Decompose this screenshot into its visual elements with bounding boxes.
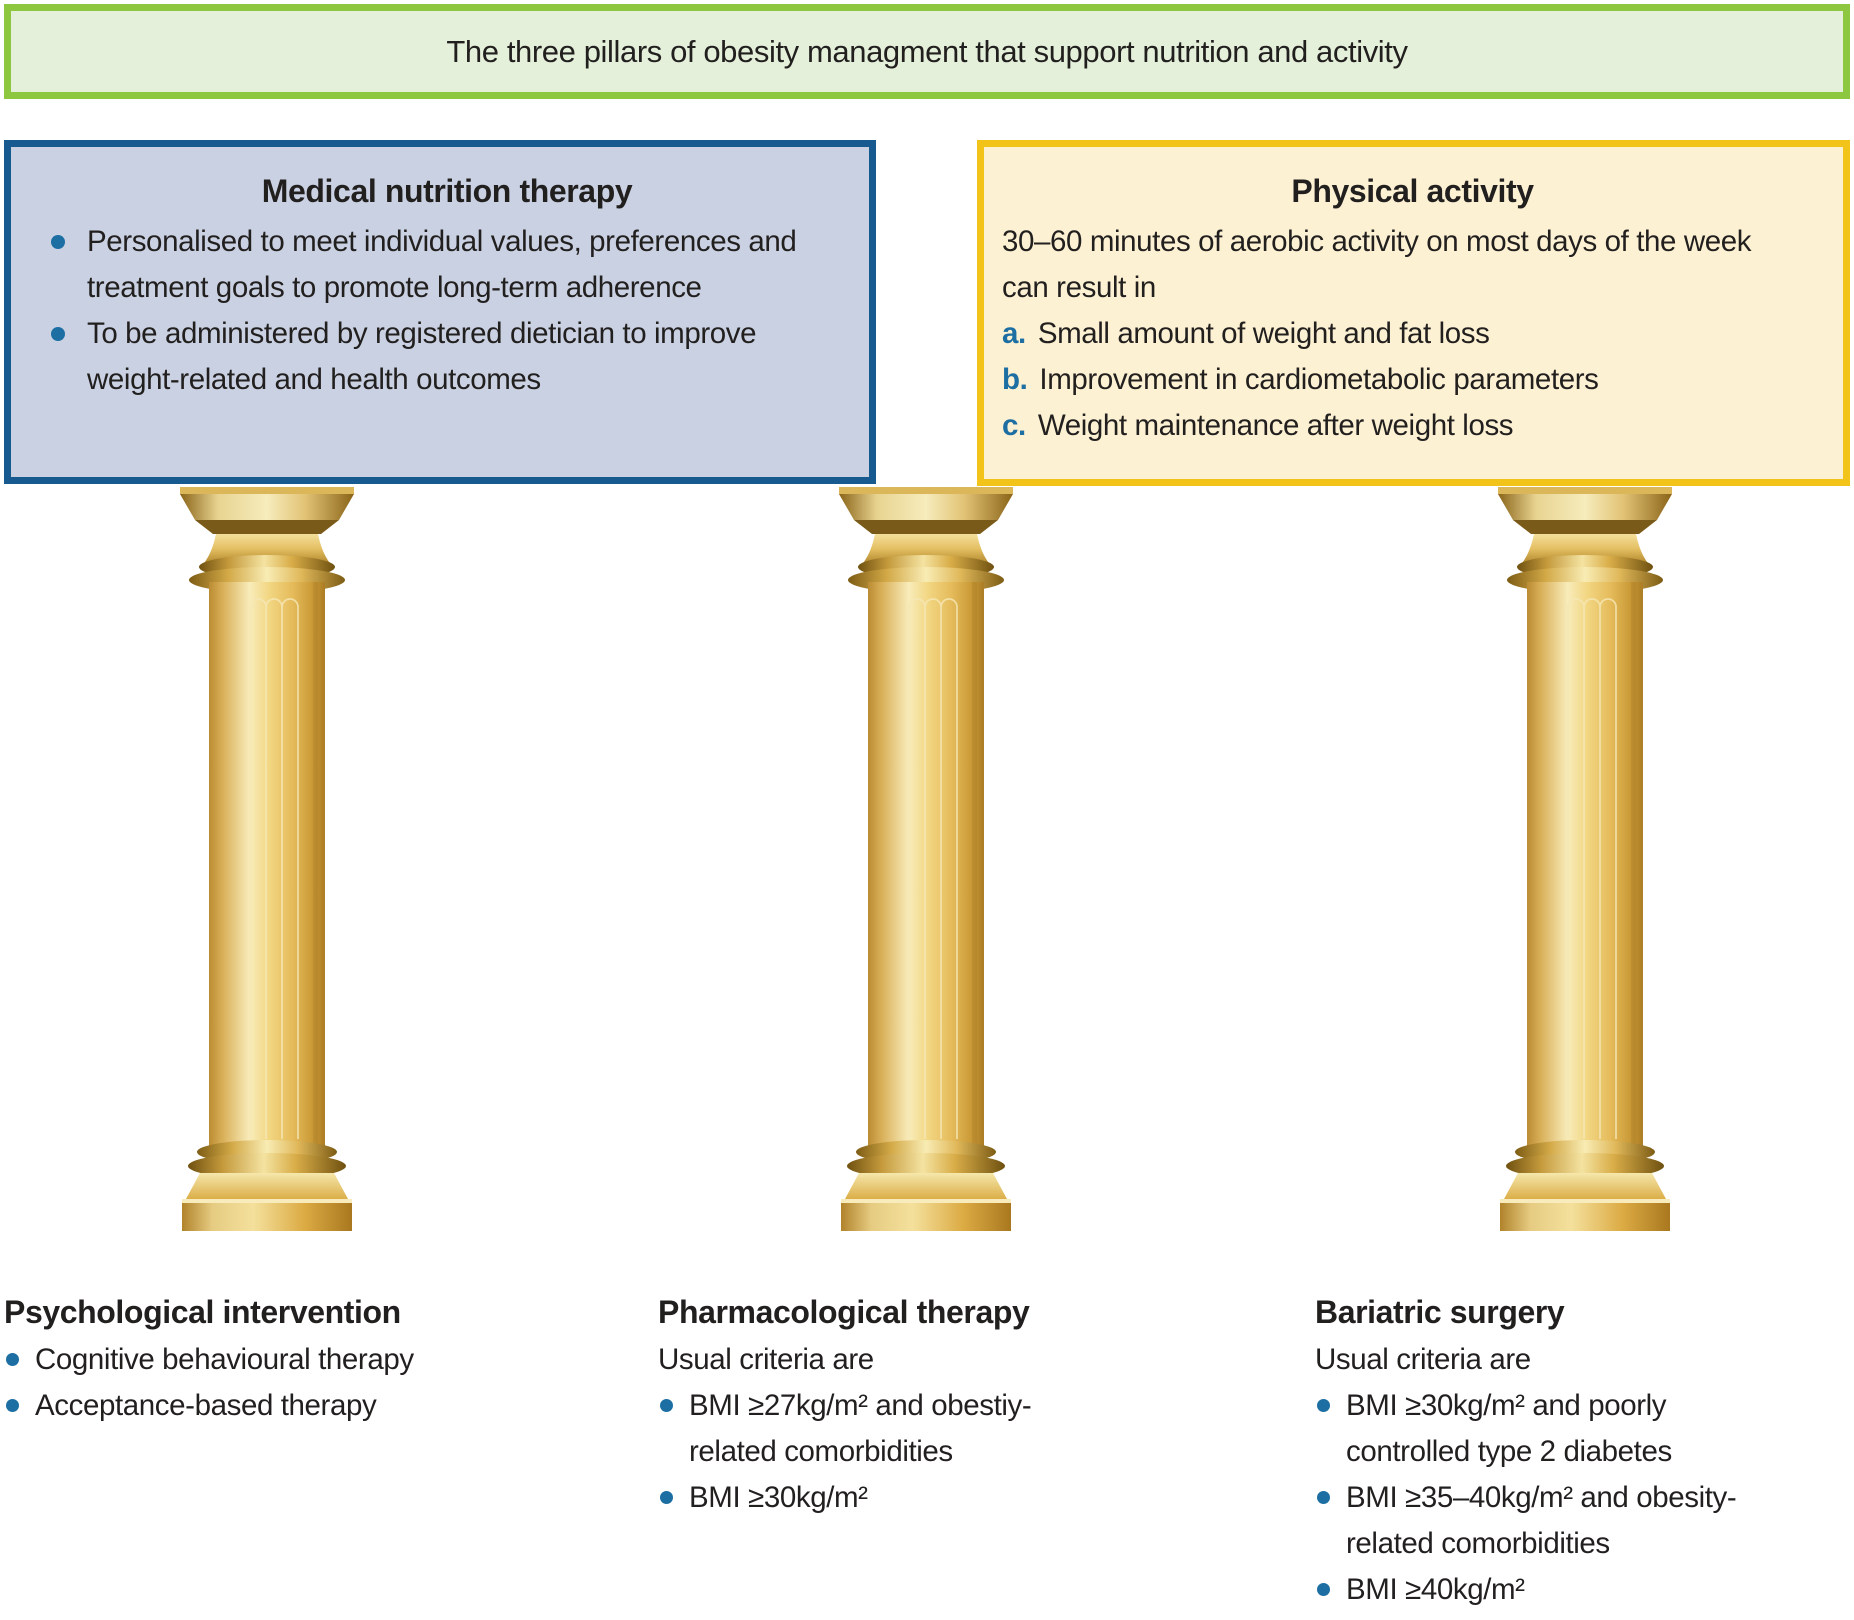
- bullet-text: BMI ≥35–40kg/m² and obesity-related como…: [1346, 1481, 1737, 1560]
- medical-nutrition-title: Medical nutrition therapy: [261, 173, 633, 209]
- lettered-item: c. Weight maintenance after weight loss: [1002, 403, 1823, 449]
- item-letter: a.: [1002, 317, 1026, 350]
- section-pharmacological-therapy: Pharmacological therapy Usual criteria a…: [658, 1292, 1058, 1521]
- section-list: Cognitive behavioural therapy Acceptance…: [4, 1337, 484, 1429]
- bullet-text: BMI ≥40kg/m²: [1346, 1573, 1525, 1606]
- pillar-column-graphic-pharmacological: [831, 487, 1021, 1237]
- title-banner-text: The three pillars of obesity managment t…: [446, 33, 1408, 69]
- bullet-item: Personalised to meet individual values, …: [51, 219, 811, 311]
- bullet-text: BMI ≥27kg/m² and obestiy-related comorbi…: [689, 1389, 1032, 1468]
- bullet-item: Acceptance-based therapy: [4, 1383, 484, 1429]
- bullet-text: To be administered by registered dietici…: [87, 317, 757, 396]
- bullet-item: Cognitive behavioural therapy: [4, 1337, 484, 1383]
- bullet-text: Acceptance-based therapy: [35, 1389, 377, 1422]
- bullet-item: BMI ≥35–40kg/m² and obesity-related como…: [1315, 1475, 1745, 1567]
- pillar-column-graphic-psychological: [172, 487, 362, 1237]
- section-title: Psychological intervention: [4, 1294, 401, 1330]
- pillar-column-graphic-bariatric: [1490, 487, 1680, 1237]
- section-subtitle: Usual criteria are: [658, 1343, 874, 1376]
- item-text: Weight maintenance after weight loss: [1037, 409, 1514, 442]
- physical-activity-box: Physical activity 30–60 minutes of aerob…: [977, 140, 1850, 486]
- item-letter: c.: [1002, 409, 1026, 442]
- section-psychological-intervention: Psychological intervention Cognitive beh…: [4, 1292, 484, 1429]
- bullet-item: BMI ≥40kg/m²: [1315, 1567, 1745, 1613]
- section-list: BMI ≥27kg/m² and obestiy-related comorbi…: [658, 1383, 1058, 1521]
- lettered-item: a. Small amount of weight and fat loss: [1002, 311, 1823, 357]
- section-title: Pharmacological therapy: [658, 1294, 1030, 1330]
- section-bariatric-surgery: Bariatric surgery Usual criteria are BMI…: [1315, 1292, 1745, 1613]
- item-text: Small amount of weight and fat loss: [1037, 317, 1490, 350]
- medical-nutrition-box: Medical nutrition therapy Personalised t…: [4, 140, 876, 484]
- section-title: Bariatric surgery: [1315, 1294, 1565, 1330]
- lettered-item: b. Improvement in cardiometabolic parame…: [1002, 357, 1823, 403]
- medical-nutrition-list: Personalised to meet individual values, …: [51, 219, 843, 403]
- bullet-item: BMI ≥27kg/m² and obestiy-related comorbi…: [658, 1383, 1054, 1475]
- bullet-text: Personalised to meet individual values, …: [87, 225, 797, 304]
- bullet-text: BMI ≥30kg/m² and poorly controlled type …: [1346, 1389, 1672, 1468]
- bullet-item: To be administered by registered dietici…: [51, 311, 811, 403]
- bullet-item: BMI ≥30kg/m² and poorly controlled type …: [1315, 1383, 1745, 1475]
- item-letter: b.: [1002, 363, 1028, 396]
- section-subtitle: Usual criteria are: [1315, 1343, 1531, 1376]
- physical-activity-title: Physical activity: [1291, 173, 1534, 209]
- title-banner: The three pillars of obesity managment t…: [4, 4, 1850, 99]
- section-list: BMI ≥30kg/m² and poorly controlled type …: [1315, 1383, 1745, 1613]
- physical-activity-list: a. Small amount of weight and fat loss b…: [1002, 311, 1823, 449]
- bullet-text: BMI ≥30kg/m²: [689, 1481, 868, 1514]
- bullet-item: BMI ≥30kg/m²: [658, 1475, 1054, 1521]
- physical-activity-intro: 30–60 minutes of aerobic activity on mos…: [1002, 225, 1752, 304]
- item-text: Improvement in cardiometabolic parameter…: [1039, 363, 1599, 396]
- bullet-text: Cognitive behavioural therapy: [35, 1343, 414, 1376]
